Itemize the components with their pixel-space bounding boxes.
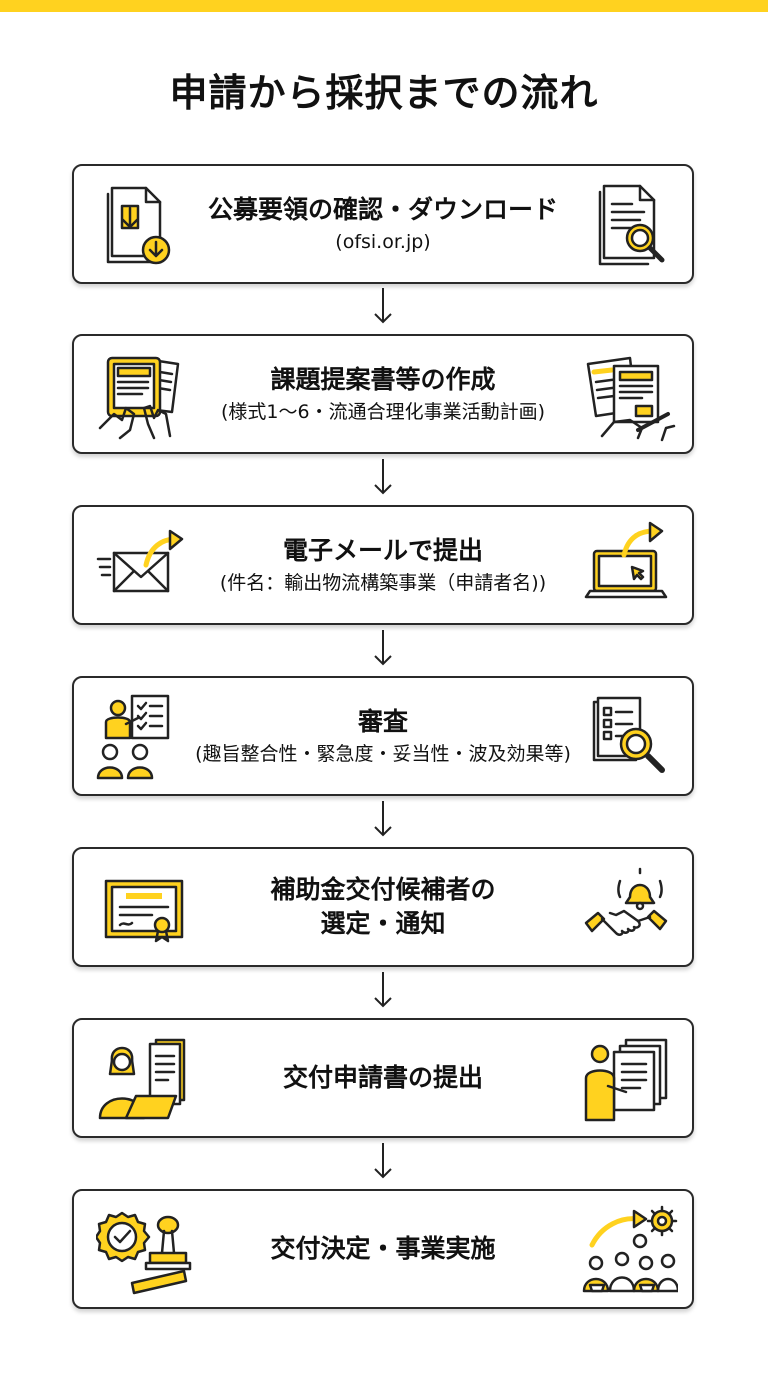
- step-title: 交付申請書の提出: [282, 1063, 483, 1092]
- person-submitting-documents-icon: [582, 1034, 678, 1126]
- step-1-download-guidelines: 公募要領の確認・ダウンロード (ofsi.or.jp): [72, 164, 694, 284]
- flow-arrow: [369, 286, 397, 326]
- step-subtitle: (ofsi.or.jp): [335, 231, 431, 253]
- documents-writing-icon: [582, 350, 678, 442]
- step-subtitle: 選定・通知: [320, 909, 446, 938]
- page-title: 申請から採択までの流れ: [169, 71, 599, 115]
- email-send-icon: [96, 521, 192, 613]
- top-accent-bar: [0, 0, 768, 12]
- flow-arrow: [369, 970, 397, 1010]
- laptop-send-icon: [582, 521, 678, 613]
- step-5-selection-notification: 補助金交付候補者の 選定・通知: [72, 847, 694, 967]
- checklist-magnifier-icon: [582, 692, 678, 784]
- person-laptop-document-icon: [96, 1034, 192, 1126]
- certificate-icon: [96, 863, 192, 955]
- presentation-review-icon: [96, 692, 192, 784]
- step-title: 補助金交付候補者の: [270, 875, 496, 904]
- approval-stamp-icon: [96, 1205, 192, 1297]
- flow-arrow: [369, 628, 397, 668]
- step-4-review: 審査 (趣旨整合性・緊急度・妥当性・波及効果等): [72, 676, 694, 796]
- step-title: 公募要領の確認・ダウンロード: [207, 195, 558, 224]
- step-subtitle: (趣旨整合性・緊急度・妥当性・波及効果等): [195, 743, 571, 765]
- step-2-create-proposal: 課題提案書等の作成 (様式1〜6・流通合理化事業活動計画): [72, 334, 694, 454]
- flow-arrow: [369, 1141, 397, 1181]
- step-subtitle: (件名：輸出物流構築事業（申請者名)): [219, 572, 547, 594]
- step-title: 審査: [357, 707, 408, 736]
- step-subtitle: (様式1〜6・流通合理化事業活動計画): [220, 401, 545, 423]
- step-title: 電子メールで提出: [282, 536, 483, 565]
- step-7-decision-implementation: 交付決定・事業実施: [72, 1189, 694, 1309]
- team-gears-icon: [582, 1205, 678, 1297]
- step-3-email-submission: 電子メールで提出 (件名：輸出物流構築事業（申請者名)): [72, 505, 694, 625]
- document-download-icon: [96, 180, 192, 272]
- document-search-icon: [582, 180, 678, 272]
- handshake-bell-icon: [582, 863, 678, 955]
- flow-arrow: [369, 799, 397, 839]
- step-6-grant-application: 交付申請書の提出: [72, 1018, 694, 1138]
- step-title: 課題提案書等の作成: [270, 365, 496, 394]
- step-title: 交付決定・事業実施: [270, 1234, 496, 1263]
- tablet-typing-icon: [96, 350, 192, 442]
- flow-arrow: [369, 457, 397, 497]
